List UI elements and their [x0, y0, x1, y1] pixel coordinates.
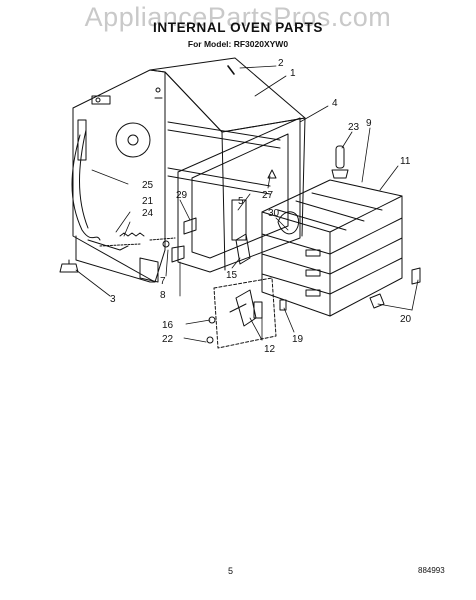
callout-5: 5 [238, 196, 244, 207]
callout-19: 16 [162, 320, 174, 331]
page-number: 5 [228, 566, 234, 576]
callout-25: 27 [262, 190, 274, 201]
leader-lines [75, 65, 419, 343]
callout-20: 19 [292, 334, 304, 345]
callout-21: 22 [162, 334, 174, 345]
model-line: For Model: RF3020XYW0 [187, 39, 289, 49]
document-number: 884993 [418, 566, 445, 575]
hardware-parts [59, 65, 421, 309]
callout-24: 25 [142, 180, 154, 191]
callout-11: 11 [400, 156, 411, 167]
callout-12: 12 [264, 344, 276, 355]
callout-27: 30 [268, 208, 280, 219]
watermark: AppliancePartsPros.com [84, 2, 392, 32]
callout-3: 3 [110, 294, 116, 305]
diagram-title: INTERNAL OVEN PARTS [153, 20, 323, 35]
callout-22: 21 [142, 196, 154, 207]
oven-sensor-wiring [71, 129, 176, 251]
callout-7: 7 [160, 276, 166, 287]
callout-30: 20 [400, 314, 412, 325]
callout-9: 9 [366, 118, 372, 129]
callout-4: 4 [332, 98, 338, 109]
callout-1: 1 [290, 68, 296, 79]
callout-23: 24 [142, 208, 154, 219]
callout-15: 15 [226, 270, 238, 281]
callout-2: 2 [278, 58, 284, 69]
callout-16: 23 [348, 122, 360, 133]
oven-cabinet-liner [72, 57, 306, 283]
oven-rack-assembly [261, 179, 403, 317]
callout-8: 8 [160, 290, 166, 301]
callout-29: 29 [176, 190, 188, 201]
